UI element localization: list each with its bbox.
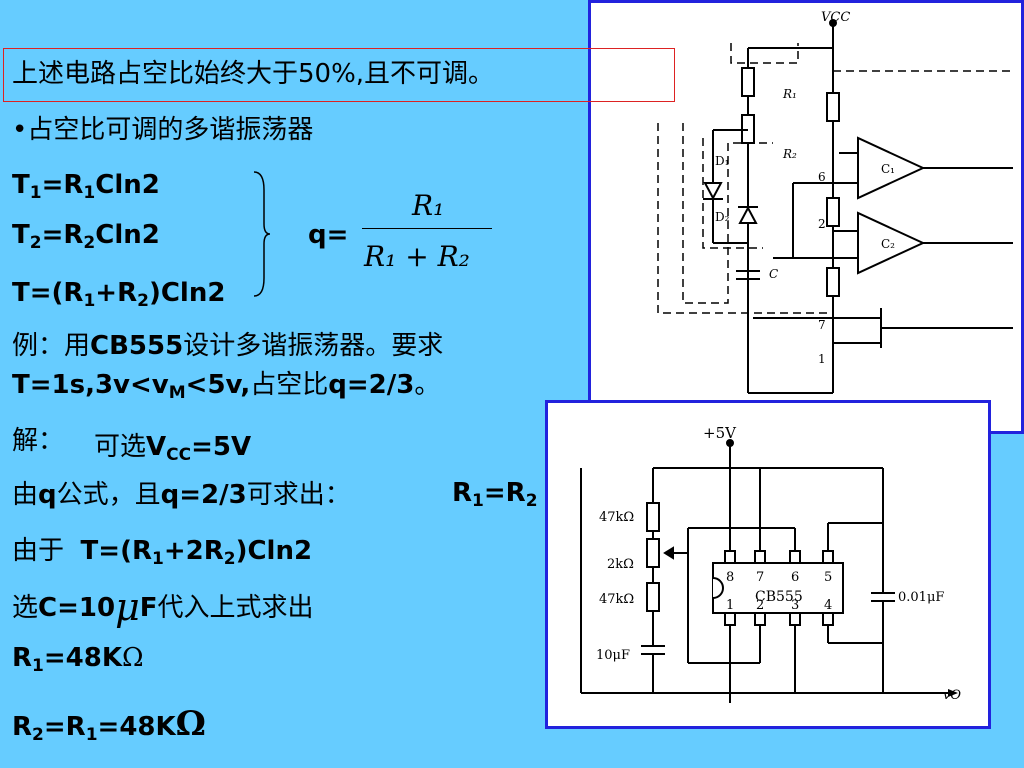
chip-label: CB555: [755, 589, 803, 605]
pin7-label: 7: [756, 570, 764, 585]
r-bot-label: 47kΩ: [599, 592, 634, 607]
q-numerator: R₁: [412, 189, 445, 222]
circuit-diagram-2: +5V 47kΩ 2kΩ 47kΩ 10μF 0.01μF CB555 8 7 …: [545, 400, 991, 729]
note-text: 上述电路占空比始终大于50%,且不可调。: [12, 59, 495, 89]
circuit-diagram-1: VCC R₁ R₂ D₁ D₂ C C₁ C₂ 6 2 7 1: [588, 0, 1024, 434]
example-req: T=1s,3v<vM<5v,占空比q=2/3。: [12, 370, 441, 403]
cb555-circuit-schematic: +5V 47kΩ 2kΩ 47kΩ 10μF 0.01μF CB555 8 7 …: [580, 424, 961, 703]
r1-result: R1=48KΩ: [12, 643, 144, 676]
select-c-text: 选C=10μF代入上式求出: [12, 585, 314, 629]
cap2-label: 0.01μF: [898, 590, 944, 605]
d2-label: D₂: [715, 210, 730, 224]
formula-t: T=(R1+R2)Cln2: [12, 278, 226, 311]
r-top-label: 47kΩ: [599, 510, 634, 525]
pin6-label: 6: [791, 570, 799, 585]
q-denominator: R₁ + R₂: [364, 240, 470, 273]
output-label: vO: [943, 688, 961, 703]
pin5-label: 5: [824, 570, 832, 585]
pin8-label: 8: [726, 570, 734, 585]
pin7-label: 7: [818, 318, 826, 332]
example-text: 例：用CB555设计多谐振荡器。要求: [12, 331, 444, 361]
q-label: q=: [308, 220, 349, 250]
r1-label: R₁: [782, 87, 797, 101]
c1-label: C₁: [881, 162, 895, 176]
vcc-label: VCC: [821, 10, 850, 25]
supply-label: +5V: [703, 424, 737, 442]
by-q-text: 由q公式，且q=2/3可求出：: [12, 480, 351, 510]
pin1-label: 1: [726, 598, 734, 613]
c2-label: C₂: [881, 237, 895, 251]
cap-label: 10μF: [596, 648, 630, 663]
r-pot-label: 2kΩ: [607, 557, 634, 572]
astable-circuit-schematic: VCC R₁ R₂ D₁ D₂ C C₁ C₂ 6 2 7 1: [657, 10, 1013, 394]
since-text: 由于 T=(R1+2R2)Cln2: [12, 536, 313, 569]
solve-label: 解：: [12, 426, 65, 456]
fraction-bar: [362, 228, 492, 229]
r2-label: R₂: [782, 147, 797, 161]
c-label: C: [769, 267, 778, 281]
pin4-label: 4: [824, 598, 832, 613]
highlight-box: [3, 48, 675, 102]
pin1-label: 1: [818, 352, 826, 366]
pin3-label: 3: [791, 598, 799, 613]
pin2-label: 2: [818, 217, 826, 231]
pin2-label: 2: [756, 598, 764, 613]
pin6-label: 6: [818, 170, 826, 184]
brace-icon: [253, 171, 271, 297]
r1-eq-r2: R1=R2: [452, 478, 538, 511]
choose-vcc: 可选VCC=5V: [94, 432, 252, 465]
formula-t2: T2=R2Cln2: [12, 220, 160, 253]
d1-label: D₁: [715, 154, 729, 168]
formula-t1: T1=R1Cln2: [12, 170, 160, 203]
r2-result: R2=R1=48KΩ: [12, 704, 206, 745]
bullet-heading: •占空比可调的多谐振荡器: [12, 115, 314, 145]
